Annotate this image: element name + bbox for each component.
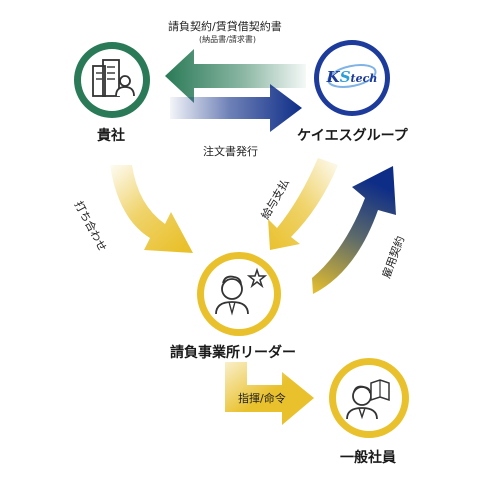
contract-label: 請負契約/賃貸借契約書 — [168, 20, 282, 33]
arrow-salary — [268, 158, 338, 250]
node-staff — [329, 358, 409, 438]
node-company: KStech — [314, 40, 390, 116]
arrow-order — [170, 84, 302, 132]
contract-sublabel: (納品書/請求書) — [199, 35, 256, 44]
staff-label: 一般社員 — [340, 450, 396, 466]
arrow-employment — [312, 166, 396, 294]
company-label: ケイエスグループ — [297, 128, 408, 144]
svg-text:KStech: KStech — [326, 68, 378, 86]
arrow-meeting — [110, 165, 193, 253]
node-leader — [197, 252, 281, 336]
staff-book-icon — [346, 379, 390, 420]
node-client — [74, 42, 150, 118]
building-person-icon — [92, 59, 135, 97]
order-label: 注文書発行 — [203, 145, 258, 158]
client-label: 貴社 — [97, 128, 125, 144]
arrow-contract — [165, 49, 306, 103]
arrow-command — [225, 362, 314, 425]
company-logo: KStech — [326, 64, 378, 88]
leader-label: 請負事業所リーダー — [170, 345, 296, 361]
command-label: 指揮/命令 — [238, 392, 286, 405]
leader-star-icon — [215, 267, 268, 316]
